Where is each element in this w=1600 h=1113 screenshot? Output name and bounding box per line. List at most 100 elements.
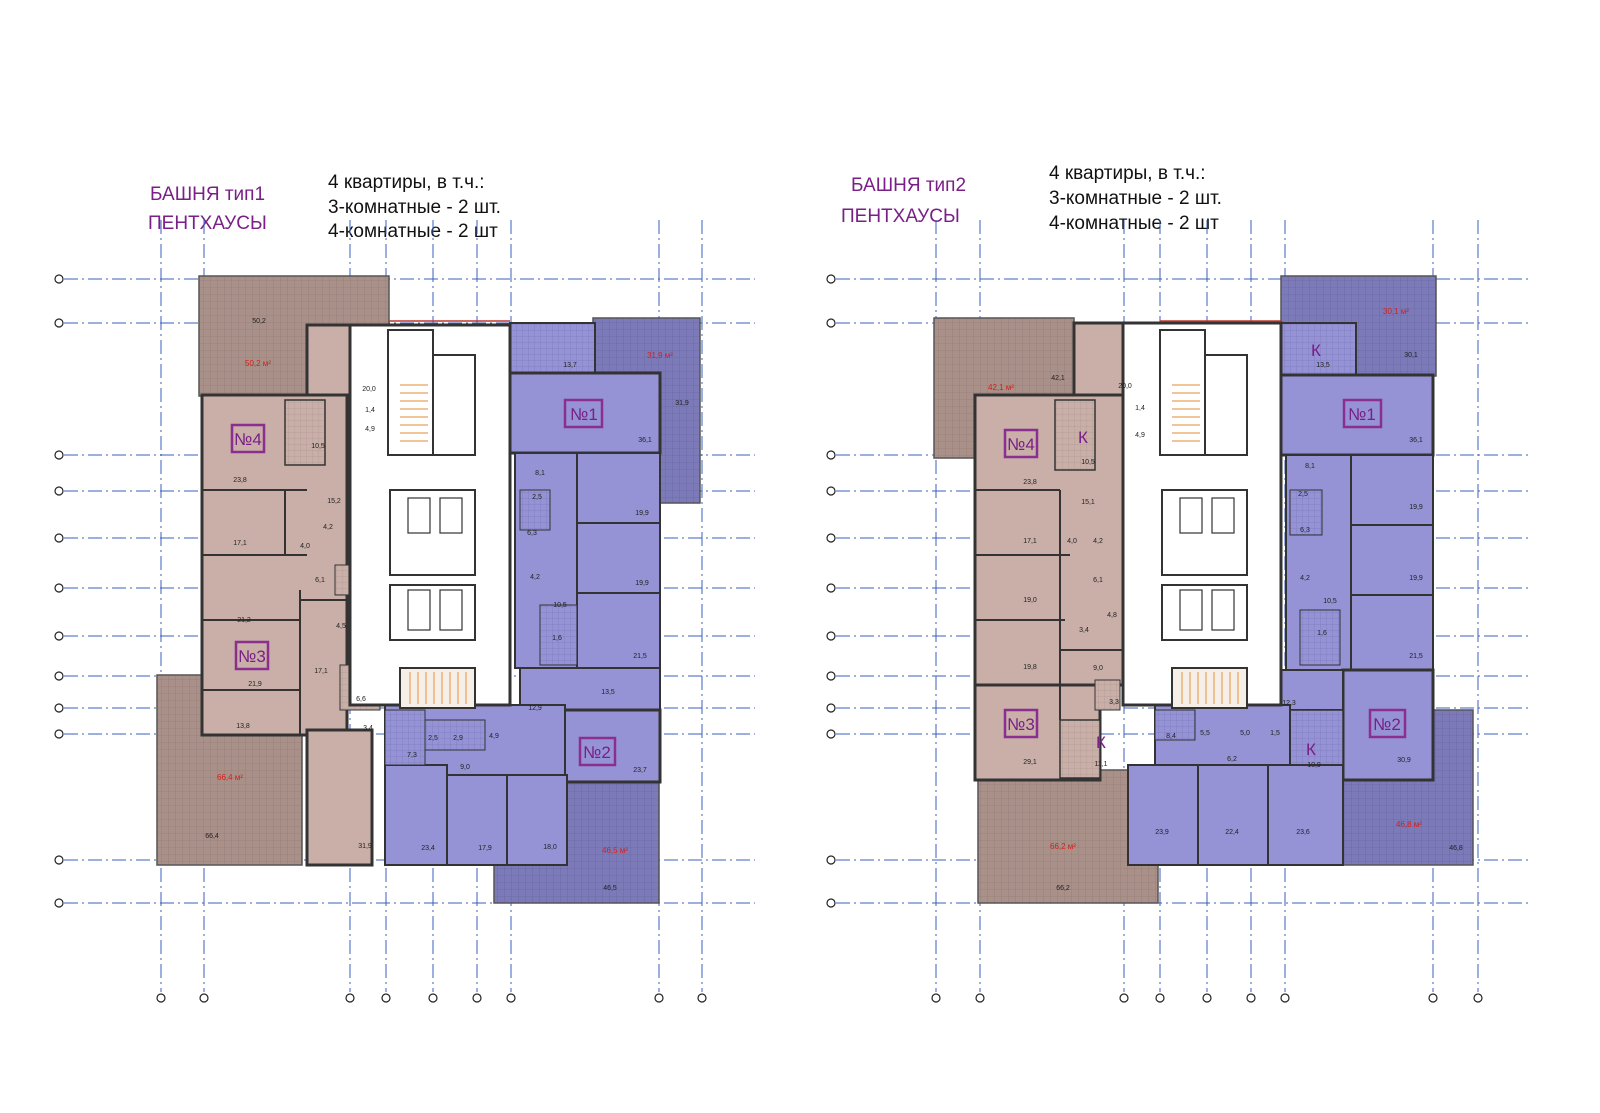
- plan1-info-line1: 4 квартиры, в т.ч.:: [328, 172, 485, 193]
- room-area: 10,5: [1323, 598, 1337, 605]
- room-area: 21,5: [1409, 653, 1423, 660]
- plan1-terrace-area-sw: 66,4 м²: [217, 773, 243, 782]
- room-area: 23,6: [1296, 829, 1310, 836]
- plan1-apartment-2: [558, 708, 662, 784]
- room-area: 7,3: [407, 752, 417, 759]
- plan2-kitchen-mark: К: [1306, 740, 1316, 759]
- plan1-info-line3: 4-комнатные - 2 шт: [328, 221, 498, 242]
- plan2-kitchen-mark: К: [1096, 733, 1106, 752]
- room-area: 10,5: [553, 602, 567, 609]
- room-area: 13,5: [1316, 362, 1330, 369]
- plan2-terrace-area-ne: 30,1 м²: [1383, 307, 1409, 316]
- plan2-terrace-area-se: 46,8 м²: [1396, 820, 1422, 829]
- room-area: 20,0: [1118, 383, 1132, 390]
- room-area: 50,2: [252, 318, 266, 325]
- room-area: 30,9: [1397, 757, 1411, 764]
- room-area: 1,6: [552, 635, 562, 642]
- room-area: 13,8: [236, 723, 250, 730]
- room-area: 1,4: [365, 407, 375, 414]
- plan1-apt-label-3: №3: [238, 647, 266, 666]
- room-area: 4,9: [365, 426, 375, 433]
- room-area: 21,9: [248, 681, 262, 688]
- room-area: 17,1: [1023, 538, 1037, 545]
- room-area: 42,1: [1051, 375, 1065, 382]
- room-area: 10,5: [311, 443, 325, 450]
- room-area: 17,9: [478, 845, 492, 852]
- room-area: 4,2: [530, 574, 540, 581]
- room-area: 20,0: [362, 386, 376, 393]
- room-area: 4,2: [323, 524, 333, 531]
- room-area: 46,8: [1449, 845, 1463, 852]
- room-area: 23,8: [1023, 479, 1037, 486]
- room-area: 13,7: [563, 362, 577, 369]
- plan1: №4 №3 №1 №2 50,2 м² 66,4 м² 31,9 м² 46,5…: [54, 220, 755, 1003]
- room-area: 4,9: [489, 733, 499, 740]
- room-area: 1,5: [1270, 730, 1280, 737]
- room-area: 9,0: [1093, 665, 1103, 672]
- room-area: 12,9: [528, 705, 542, 712]
- room-area: 6,3: [527, 530, 537, 537]
- plan2-apt-label-4: №4: [1007, 435, 1035, 454]
- plan2-title: БАШНЯ тип2: [851, 175, 967, 196]
- room-area: 19,9: [1409, 575, 1423, 582]
- plan1-terrace-area-ne: 31,9 м²: [647, 351, 673, 360]
- plan1-apartment-3-room: [305, 728, 374, 867]
- room-area: 23,4: [421, 845, 435, 852]
- plan2-apartment-4: [973, 393, 1125, 687]
- plan2-info-line1: 4 квартиры, в т.ч.:: [1049, 163, 1206, 184]
- room-area: 10,9: [1307, 762, 1321, 769]
- room-area: 3,4: [363, 725, 373, 732]
- plan1-title: БАШНЯ тип1: [150, 184, 266, 205]
- room-area: 4,2: [1300, 575, 1310, 582]
- room-area: 6,1: [315, 577, 325, 584]
- room-area: 21,5: [633, 653, 647, 660]
- room-area: 10,5: [1081, 459, 1095, 466]
- room-area: 4,2: [1093, 538, 1103, 545]
- room-area: 21,2: [237, 617, 251, 624]
- room-area: 8,1: [1305, 463, 1315, 470]
- room-area: 17,1: [314, 668, 328, 675]
- plan2-info-line3: 4-комнатные - 2 шт: [1049, 213, 1219, 234]
- room-area: 19,8: [1023, 664, 1037, 671]
- room-area: 31,9: [358, 843, 372, 850]
- room-area: 29,1: [1023, 759, 1037, 766]
- plan2-apt-label-1: №1: [1348, 405, 1376, 424]
- room-area: 66,2: [1056, 885, 1070, 892]
- room-area: 5,0: [1240, 730, 1250, 737]
- room-area: 8,1: [535, 470, 545, 477]
- room-area: 4,0: [1067, 538, 1077, 545]
- plan2-kitchen-mark: К: [1311, 341, 1321, 360]
- room-area: 23,9: [1155, 829, 1169, 836]
- room-area: 23,8: [233, 477, 247, 484]
- room-area: 15,2: [327, 498, 341, 505]
- room-area: 66,4: [205, 833, 219, 840]
- room-area: 8,4: [1166, 733, 1176, 740]
- plan2-subtitle: ПЕНТХАУСЫ: [841, 206, 960, 227]
- room-area: 19,0: [1023, 597, 1037, 604]
- plan1-terrace-area-nw: 50,2 м²: [245, 359, 271, 368]
- room-area: 19,9: [635, 580, 649, 587]
- plan1-subtitle: ПЕНТХАУСЫ: [148, 213, 267, 234]
- plan1-info-line2: 3-комнатные - 2 шт.: [328, 197, 501, 218]
- room-area: 36,1: [638, 437, 652, 444]
- plan2-apt-label-3: №3: [1007, 715, 1035, 734]
- room-area: 2,5: [428, 735, 438, 742]
- room-area: 9,0: [460, 764, 470, 771]
- room-area: 6,3: [1300, 527, 1310, 534]
- plan2-apartment-2: [1341, 668, 1435, 782]
- room-area: 4,8: [1107, 612, 1117, 619]
- room-area: 2,5: [1298, 491, 1308, 498]
- room-area: 1,6: [1317, 630, 1327, 637]
- room-area: 3,3: [1109, 699, 1119, 706]
- room-area: 13,5: [601, 689, 615, 696]
- room-area: 31,9: [675, 400, 689, 407]
- room-area: 15,1: [1081, 499, 1095, 506]
- plan2-terrace-area-sw: 66,2 м²: [1050, 842, 1076, 851]
- room-area: 11,1: [1094, 761, 1107, 768]
- room-area: 19,9: [635, 510, 649, 517]
- room-area: 23,7: [633, 767, 647, 774]
- plan2-terrace-area-nw: 42,1 м²: [988, 383, 1014, 392]
- room-area: 6,1: [1093, 577, 1103, 584]
- plan2-axis-markers: [826, 274, 1483, 1003]
